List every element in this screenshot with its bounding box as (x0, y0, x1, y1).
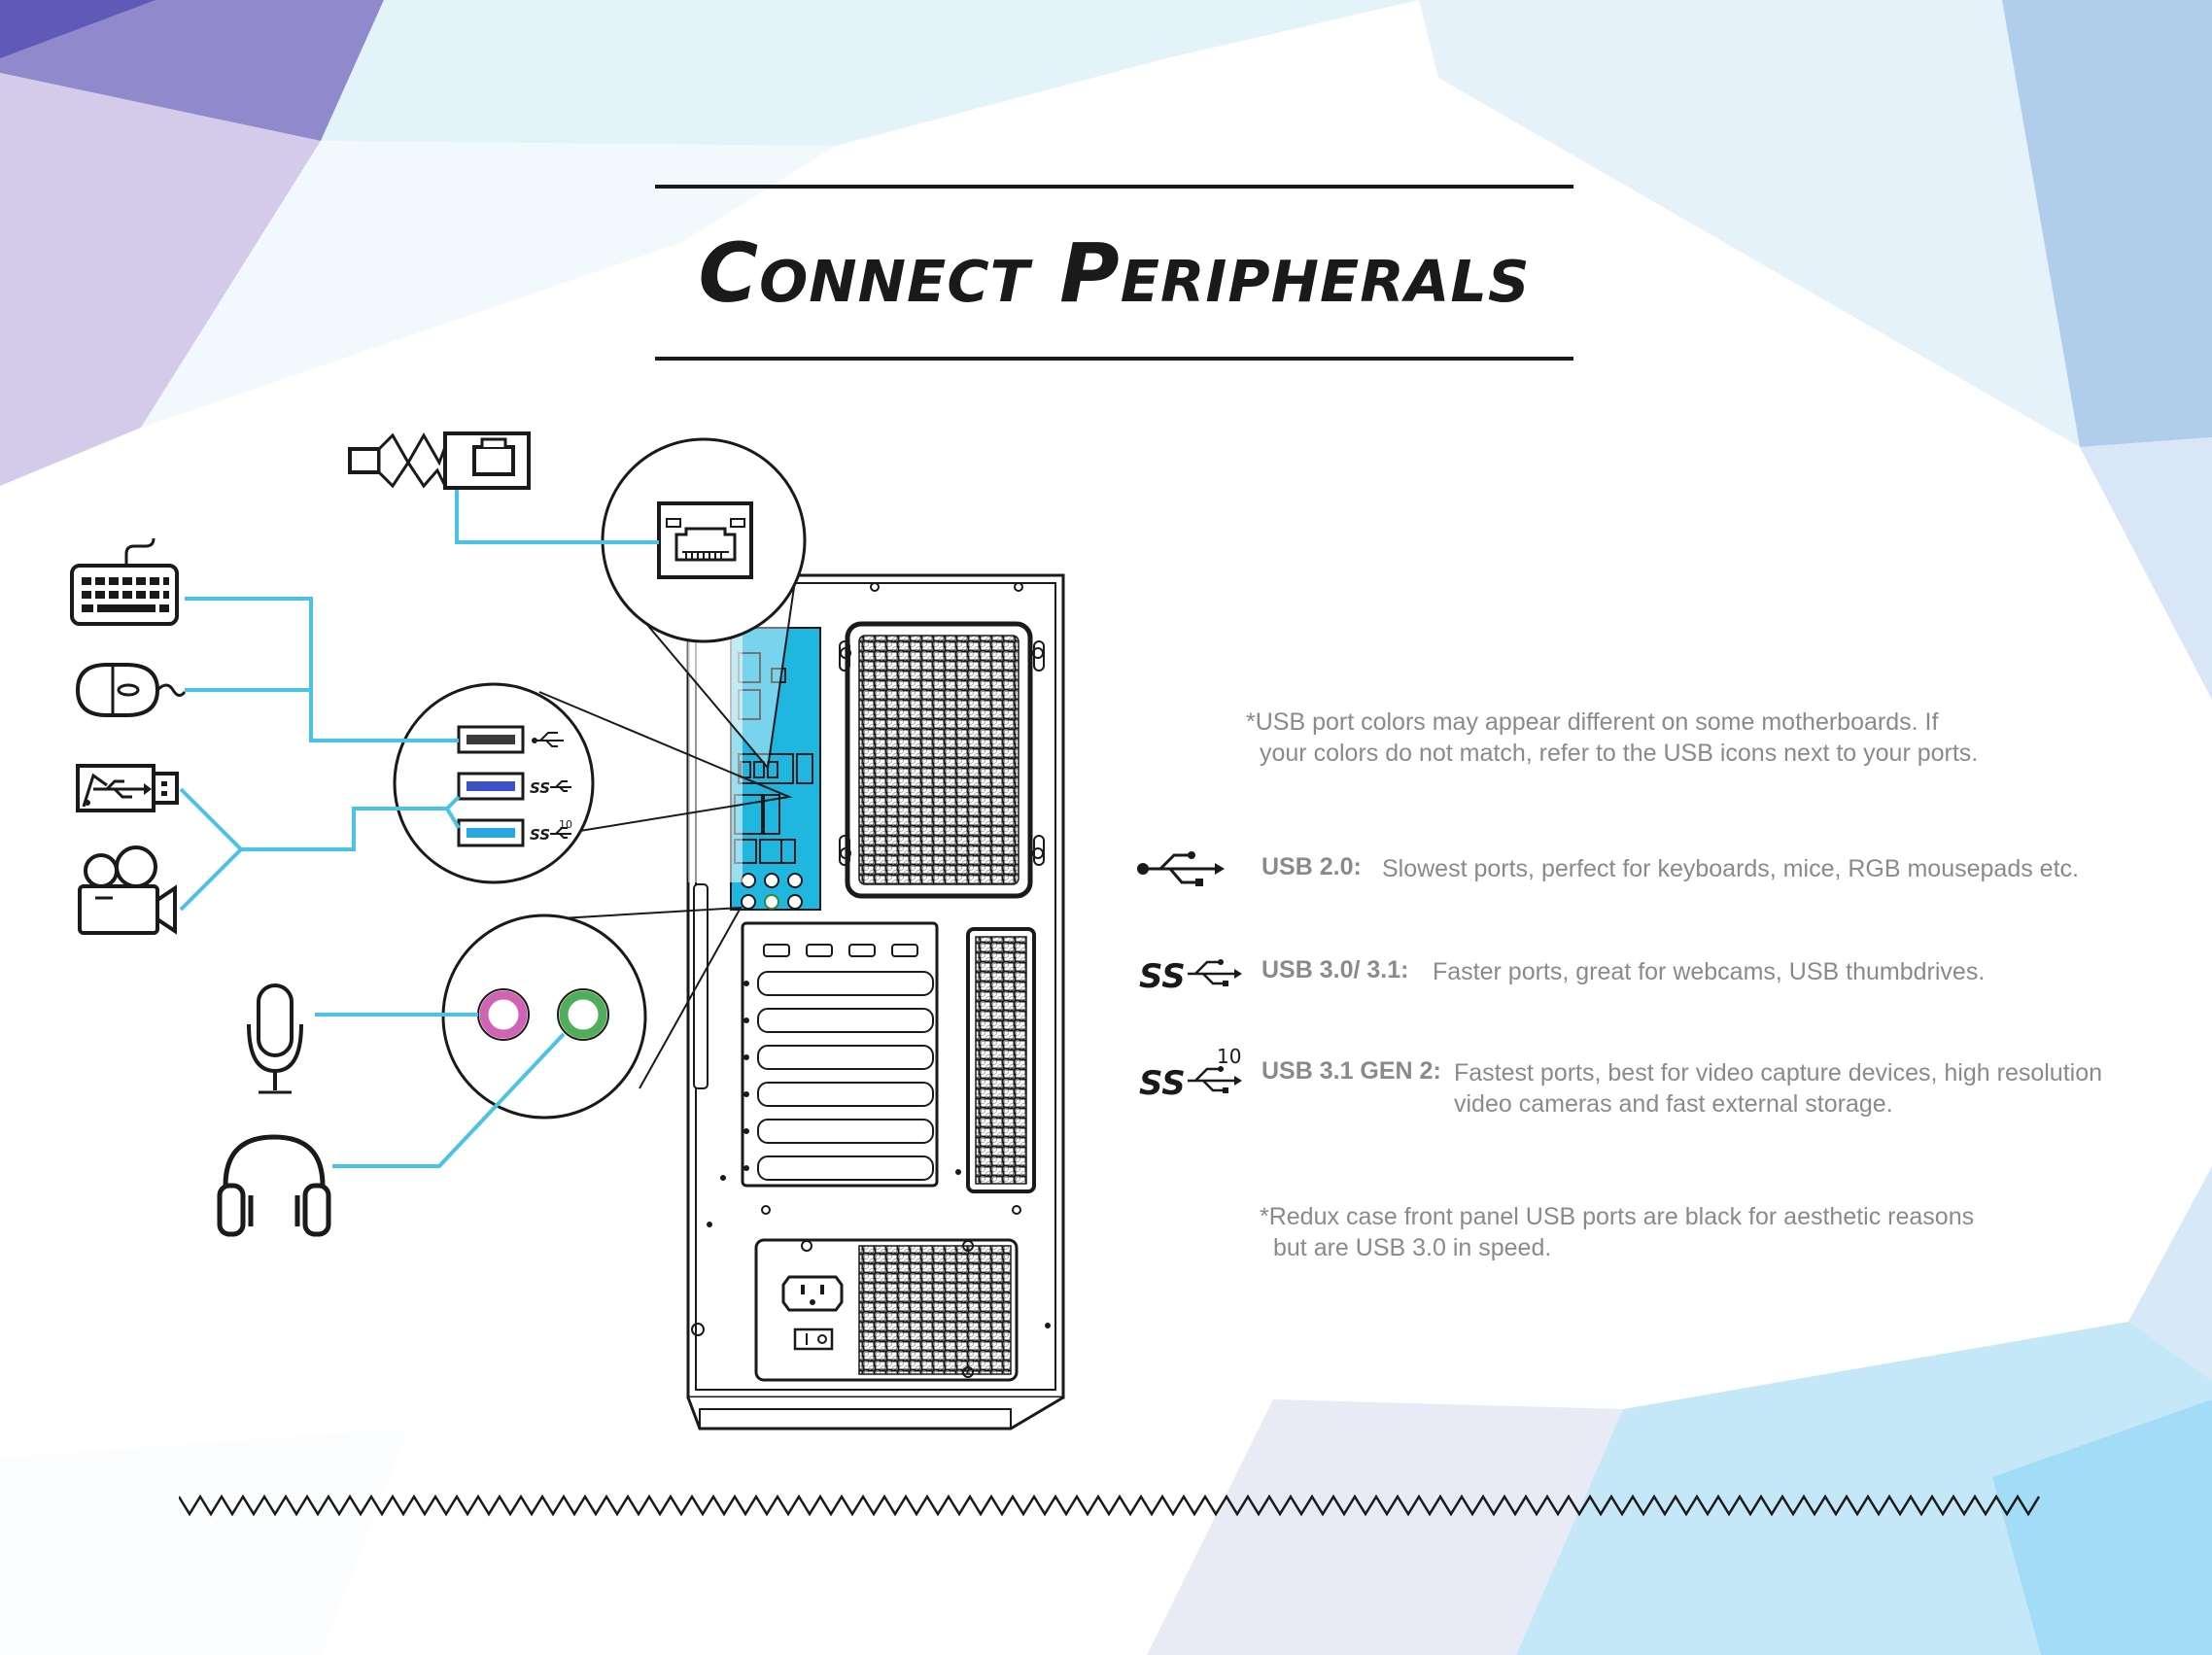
headphones-icon (217, 1134, 331, 1237)
usb-color-note-line2: your colors do not match, refer to the U… (1260, 740, 1979, 767)
redux-note-line1: *Redux case front panel USB ports are bl… (1260, 1203, 1975, 1230)
audio-callout (441, 906, 743, 1120)
microphone-icon (247, 983, 303, 1094)
usb-trident-icon (1137, 851, 1225, 886)
zigzag-line (179, 1494, 2041, 1517)
usb-drive-icon (76, 764, 179, 812)
legend-label-usb3: USB 3.0/ 3.1: (1262, 956, 1409, 983)
usb-ports-callout: SS SS 10 (393, 682, 793, 884)
usb-superspeed-icon: SS (1139, 957, 1242, 996)
usb-color-note-line1: *USB port colors may appear different on… (1246, 708, 1939, 736)
legend-row-usb3: SS USB 3.0/ 3.1: Faster ports, great for… (1137, 950, 2167, 1028)
usb-color-note: *USB port colors may appear different on… (1246, 707, 2121, 769)
svg-text:10: 10 (1217, 1045, 1241, 1068)
ethernet-cable-icon (348, 431, 531, 490)
zigzag-divider (179, 1494, 2041, 1517)
motherboard-io-panel (688, 627, 821, 911)
usb-trident-small-icon (532, 732, 564, 747)
title-rule-top (655, 185, 1573, 189)
usb-superspeed-10-icon: SS 10 (1139, 1045, 1242, 1103)
legend-label-usb31gen2: USB 3.1 GEN 2: (1262, 1057, 1441, 1085)
video-camera-icon (78, 845, 177, 935)
legend-desc-usb31gen2-line2: video cameras and fast external storage. (1454, 1090, 1893, 1118)
ethernet-callout (601, 437, 807, 771)
pc-case-rear (686, 573, 1065, 1431)
legend-desc-usb3: Faster ports, great for webcams, USB thu… (1433, 958, 1986, 985)
title-rule-bottom (655, 357, 1573, 361)
title-block: Connect Peripherals (655, 185, 1573, 362)
legend-label-usb2: USB 2.0: (1262, 853, 1362, 880)
legend-row-usb2: USB 2.0: Slowest ports, perfect for keyb… (1137, 847, 2167, 925)
redux-note: *Redux case front panel USB ports are bl… (1260, 1201, 2134, 1263)
legend-desc-usb31gen2: Fastest ports, best for video capture de… (1454, 1057, 2102, 1120)
mouse-icon (75, 663, 187, 717)
legend-desc-usb2: Slowest ports, perfect for keyboards, mi… (1382, 855, 2079, 882)
legend-desc-usb31gen2-line1: Fastest ports, best for video capture de… (1454, 1059, 2103, 1086)
ss-small-label: SS (530, 779, 550, 797)
connection-cables (179, 482, 659, 1168)
redux-note-line2: but are USB 3.0 in speed. (1273, 1234, 1552, 1261)
legend-row-usb31gen2: SS 10 USB 3.1 GEN 2: Fastest ports, best… (1137, 1040, 2167, 1137)
ss-small-label-2: SS (530, 826, 550, 844)
page-title: Connect Peripherals (698, 225, 1531, 321)
ethernet-port-icon (657, 501, 753, 579)
svg-text:SS: SS (1139, 1064, 1186, 1103)
svg-text:SS: SS (1139, 957, 1186, 996)
badge-10-small: 10 (559, 818, 572, 831)
keyboard-icon (70, 537, 179, 626)
